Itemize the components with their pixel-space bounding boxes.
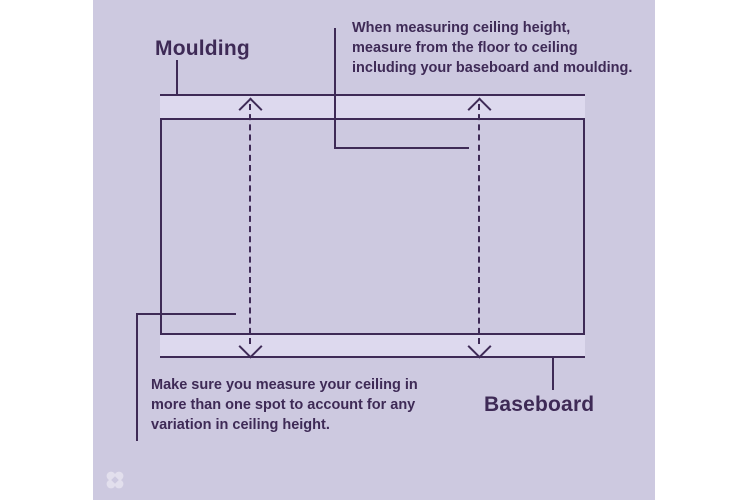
baseboard-band	[160, 333, 585, 358]
measure-line-left	[249, 104, 251, 344]
callout-multiple-spots-note: Make sure you measure your ceiling in mo…	[151, 377, 418, 433]
wall-outline	[160, 94, 585, 358]
label-baseboard: Baseboard	[484, 393, 595, 416]
moulding-leader-tick	[176, 60, 178, 94]
callout-ceiling-height-note: When measuring ceiling height, measure f…	[352, 20, 633, 76]
moulding-band	[160, 94, 585, 120]
bottom-left-callout-leader-horizontal	[136, 313, 236, 315]
top-right-callout-leader-horizontal	[334, 147, 469, 149]
quatrefoil-logo-watermark-icon	[106, 471, 124, 489]
bottom-left-callout-leader-vertical	[136, 313, 138, 441]
illustration-panel: Moulding Baseboard When measuring ceilin…	[93, 0, 655, 500]
label-moulding: Moulding	[155, 37, 250, 60]
baseboard-leader-tick	[552, 358, 554, 390]
top-right-callout-leader-vertical	[334, 28, 336, 148]
measure-line-right	[478, 104, 480, 344]
